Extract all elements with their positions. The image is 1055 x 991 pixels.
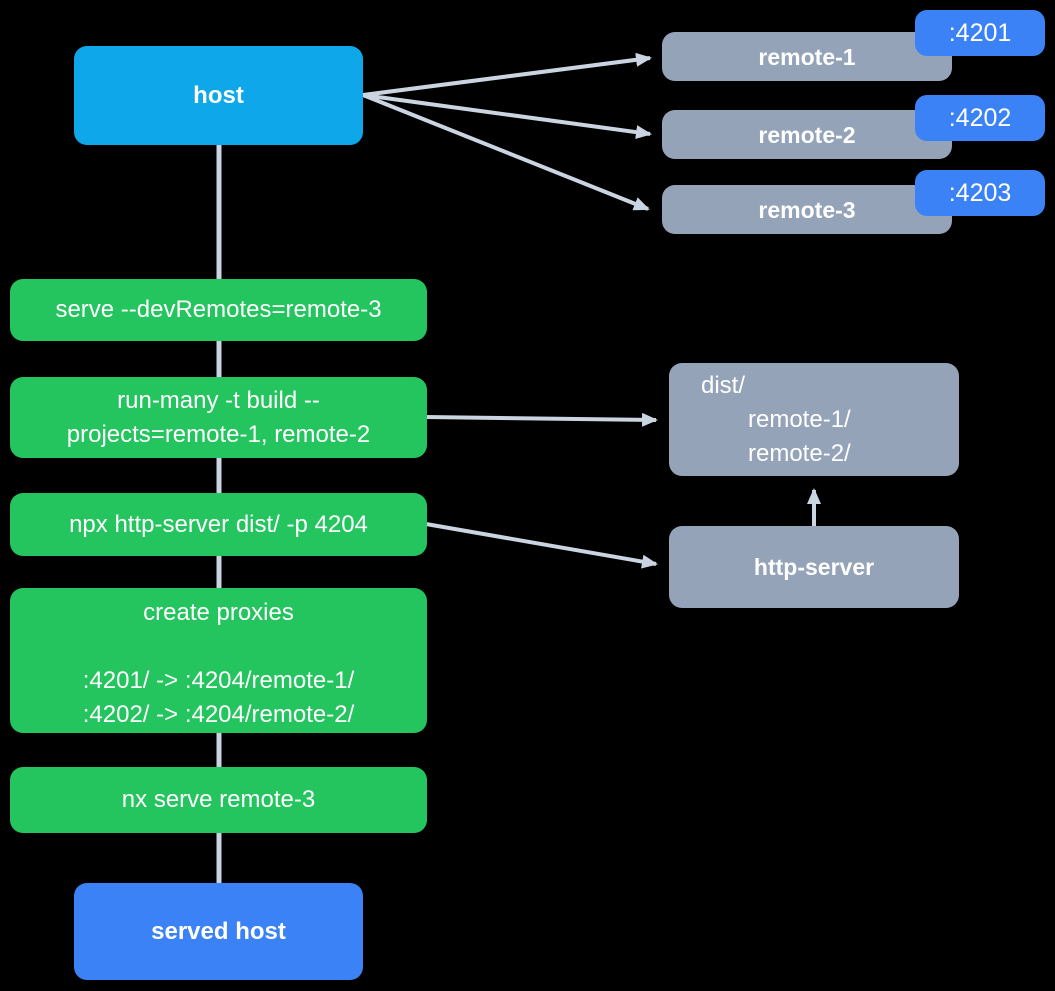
remote-2-node: remote-2 xyxy=(662,110,952,159)
proxies-title: create proxies xyxy=(143,599,294,626)
arrow-httpcmd-httpserver xyxy=(425,522,658,569)
command-serve-label: serve --devRemotes=remote-3 xyxy=(55,296,382,323)
proxies-line2: :4202/ -> :4204/remote-2/ xyxy=(82,701,355,728)
http-server-label: http-server xyxy=(753,554,875,580)
port-4203-label: :4203 xyxy=(948,178,1012,207)
host-label: host xyxy=(193,81,244,109)
command-npx-http-server: npx http-server dist/ -p 4204 xyxy=(10,493,427,556)
arrow-host-remote-2 xyxy=(362,93,652,140)
command-serve-devremotes: serve --devRemotes=remote-3 xyxy=(10,279,427,341)
remote-1-label: remote-1 xyxy=(758,43,856,70)
port-badge-4202: :4202 xyxy=(915,95,1045,141)
command-build-line2: projects=remote-1, remote-2 xyxy=(66,420,371,448)
host-node: host xyxy=(74,46,363,145)
arrow-host-remote-1 xyxy=(362,52,652,97)
port-badge-4201: :4201 xyxy=(915,10,1045,56)
dist-remote-2-label: remote-2/ xyxy=(748,439,851,467)
port-4201-label: :4201 xyxy=(948,18,1012,47)
command-http-label: npx http-server dist/ -p 4204 xyxy=(69,510,368,538)
command-nx-serve-label: nx serve remote-3 xyxy=(121,786,316,813)
remote-3-node: remote-3 xyxy=(662,185,952,234)
remote-1-node: remote-1 xyxy=(662,32,952,81)
command-build-line1: run-many -t build -- xyxy=(117,386,320,414)
arrow-host-remote-3 xyxy=(362,93,650,211)
arrow-build-dist xyxy=(425,412,658,427)
command-create-proxies: create proxies :4201/ -> :4204/remote-1/… xyxy=(10,588,427,733)
dist-remote-1-label: remote-1/ xyxy=(748,405,851,433)
remote-3-label: remote-3 xyxy=(758,196,856,223)
dist-root-label: dist/ xyxy=(701,371,746,399)
port-4202-label: :4202 xyxy=(948,103,1012,132)
dist-folder-node: dist/ remote-1/ remote-2/ xyxy=(669,363,959,476)
served-host-node: served host xyxy=(74,883,363,980)
served-host-label: served host xyxy=(151,917,286,945)
port-badge-4203: :4203 xyxy=(915,170,1045,216)
proxies-line1: :4201/ -> :4204/remote-1/ xyxy=(82,667,355,694)
http-server-node: http-server xyxy=(669,526,959,608)
command-run-many-build: run-many -t build -- projects=remote-1, … xyxy=(10,377,427,458)
remote-2-label: remote-2 xyxy=(758,121,856,148)
command-nx-serve-remote-3: nx serve remote-3 xyxy=(10,767,427,833)
